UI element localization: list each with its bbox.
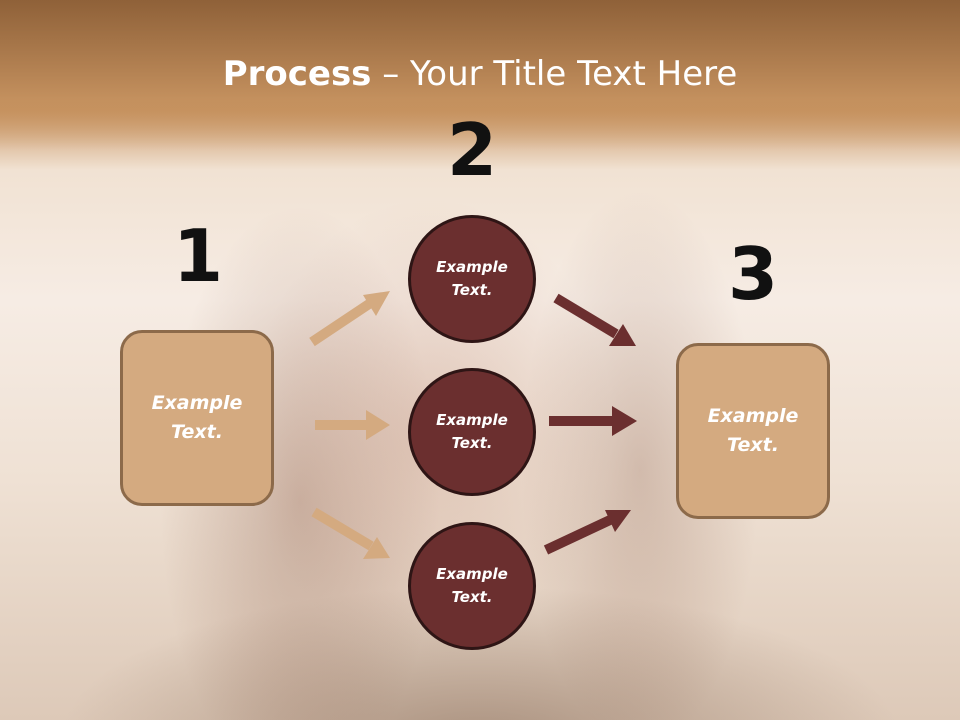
left-arrow-group xyxy=(309,291,390,559)
header-band xyxy=(0,0,960,150)
arrow-icon xyxy=(311,507,390,559)
step-2-circle-middle[interactable]: Example Text. xyxy=(408,368,536,496)
slide-title: Process – Your Title Text Here xyxy=(0,52,960,96)
title-strong: Process xyxy=(222,54,372,94)
arrow-icon xyxy=(309,291,390,347)
arrow-icon xyxy=(553,293,636,346)
step-2-circle-middle-text: Example Text. xyxy=(436,411,508,452)
step-number-3: 3 xyxy=(727,232,779,316)
arrow-icon xyxy=(543,510,631,555)
arrow-icon xyxy=(549,406,637,436)
step-number-2: 2 xyxy=(446,108,498,192)
right-arrow-group xyxy=(543,293,637,555)
step-2-circle-bottom[interactable]: Example Text. xyxy=(408,522,536,650)
step-3-box[interactable]: Example Text. xyxy=(676,343,830,519)
step-3-text: Example Text. xyxy=(707,405,799,456)
step-2-circle-top-text: Example Text. xyxy=(436,258,508,299)
step-2-circle-top[interactable]: Example Text. xyxy=(408,215,536,343)
step-number-1: 1 xyxy=(172,214,224,298)
step-1-text: Example Text. xyxy=(151,392,243,443)
step-2-circle-bottom-text: Example Text. xyxy=(436,565,508,606)
arrow-icon xyxy=(315,410,390,440)
title-rest: – Your Title Text Here xyxy=(371,54,738,94)
step-1-box[interactable]: Example Text. xyxy=(120,330,274,506)
